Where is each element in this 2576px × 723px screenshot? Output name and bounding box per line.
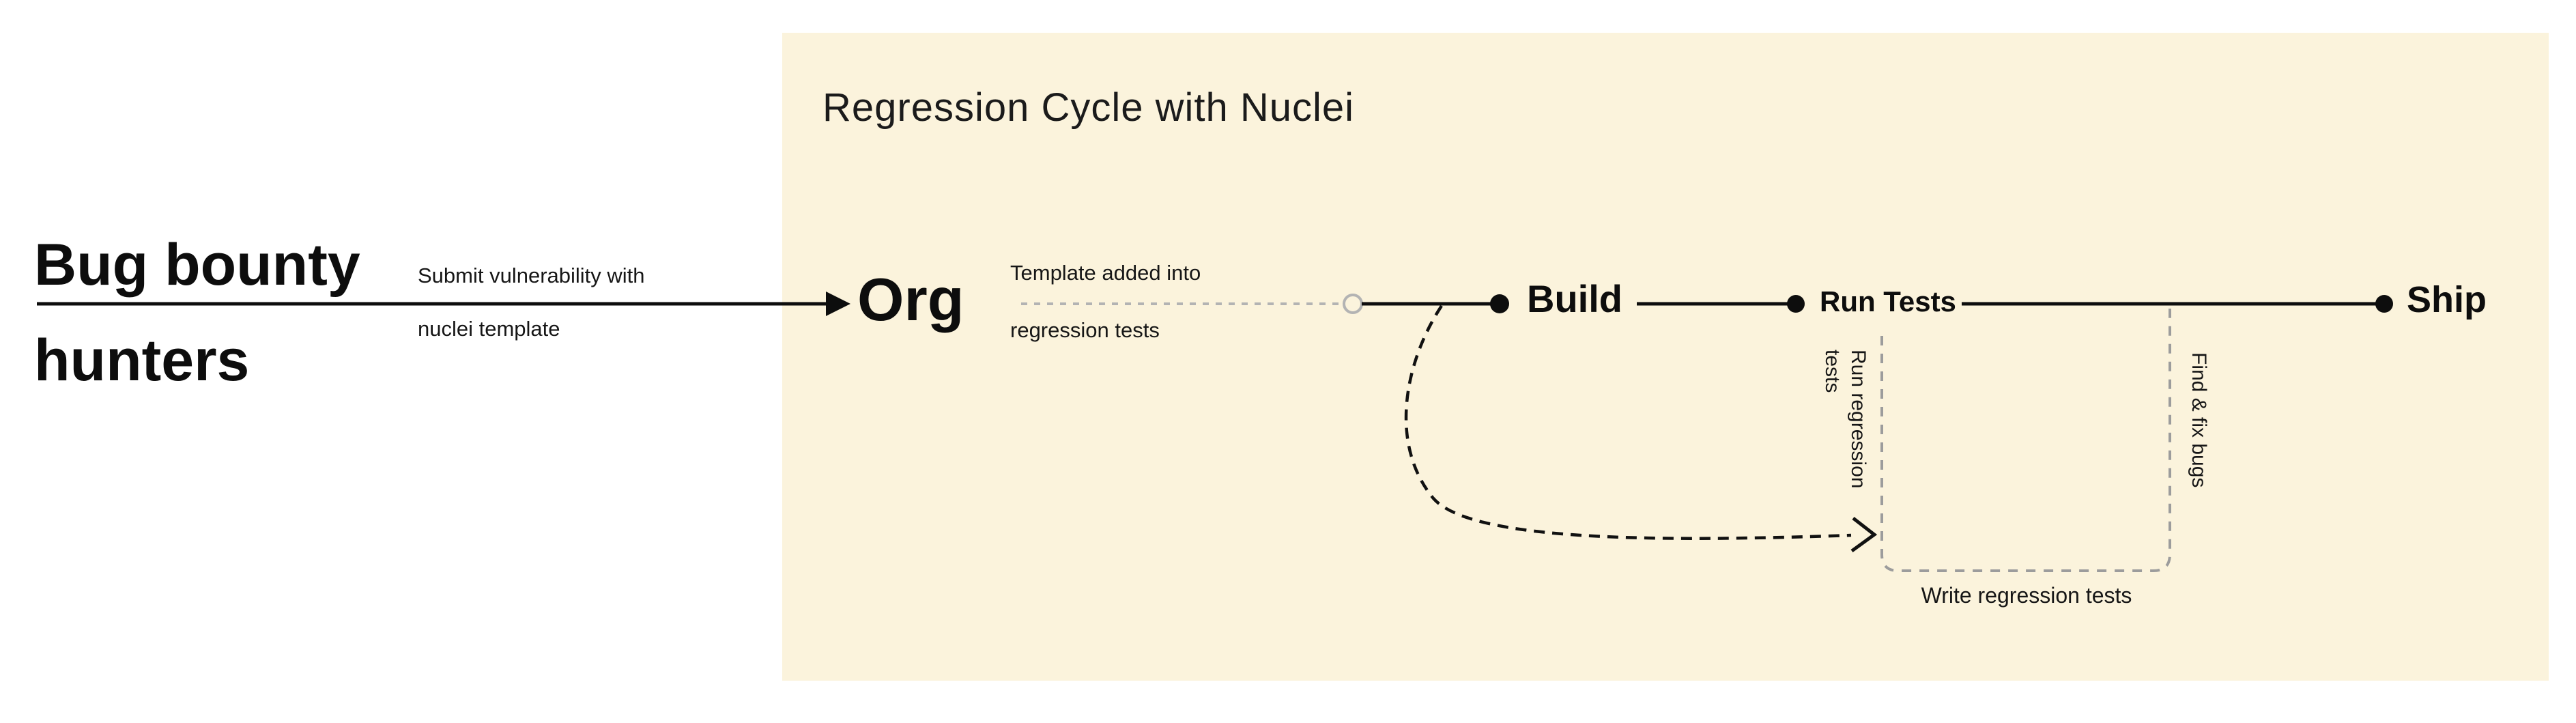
pipeline-entry-circle-icon (1343, 294, 1363, 314)
loop-arrowhead-icon (1850, 517, 1878, 553)
node-run-tests: Run Tests (1820, 285, 1956, 317)
submit-arrow-label-line2: nuclei template (418, 317, 560, 341)
node-org: Org (857, 266, 964, 333)
submit-arrow-label-line1: Submit vulnerability with (418, 264, 645, 287)
actor-line2: hunters (34, 328, 250, 393)
actor-line1: Bug bounty (34, 232, 360, 298)
build-node-dot-icon (1490, 294, 1509, 313)
actor-bug-bounty-hunters: Bug bounty hunters (34, 217, 360, 408)
regression-loop-dashed-path (1880, 309, 2171, 572)
run-tests-node-dot-icon (1787, 295, 1805, 313)
node-build: Build (1527, 277, 1622, 320)
run-regression-label-line1: Run regression (1847, 350, 1870, 489)
template-added-label-line2: regression tests (1010, 318, 1160, 342)
submit-arrowhead-icon (826, 292, 850, 316)
ship-node-dot-icon (2375, 295, 2393, 313)
run-regression-tests-label: Run regression tests (1819, 350, 1871, 488)
regression-cycle-panel (782, 33, 2549, 681)
diagram-title: Regression Cycle with Nuclei (822, 85, 1355, 130)
template-into-loop-dashed-curve (1404, 304, 1852, 540)
write-regression-tests-label: Write regression tests (1921, 583, 2132, 608)
template-added-label-line1: Template added into (1010, 261, 1201, 285)
node-ship: Ship (2407, 279, 2487, 320)
run-regression-label-line2: tests (1821, 350, 1844, 393)
find-and-fix-bugs-label: Find & fix bugs (2188, 352, 2210, 488)
